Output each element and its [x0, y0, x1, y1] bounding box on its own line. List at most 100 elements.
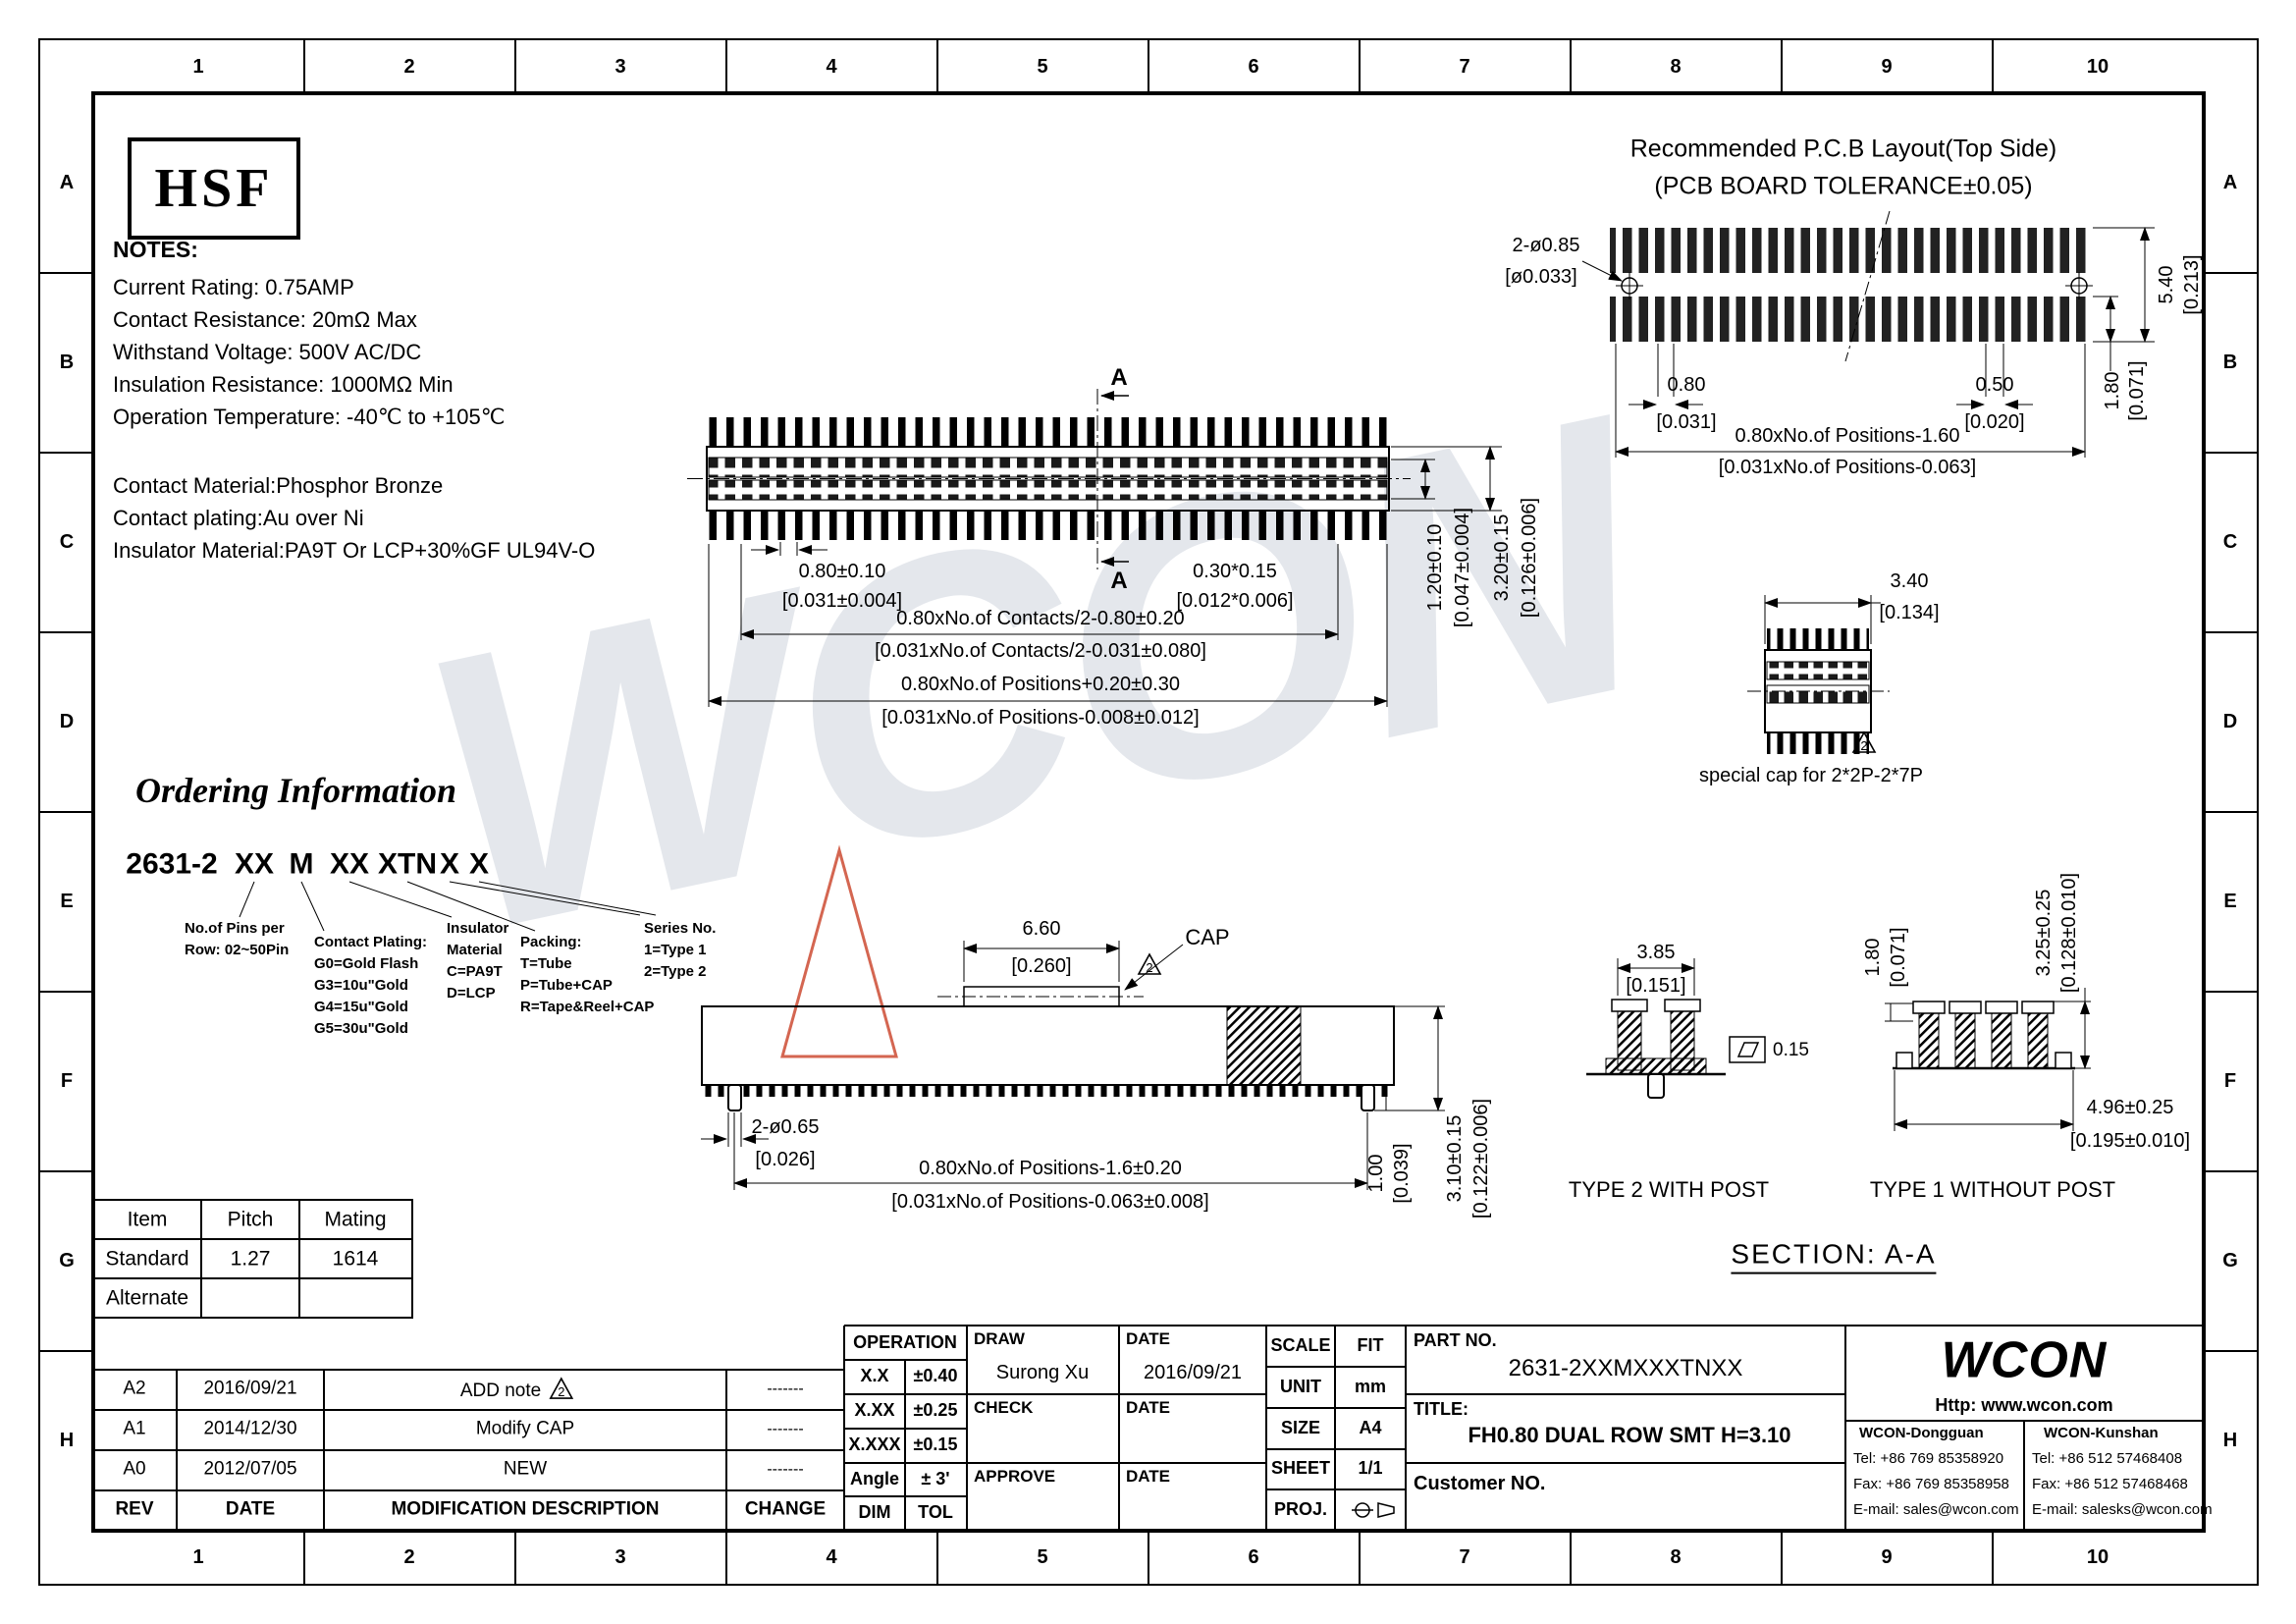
ordering-legend: Packing:: [520, 934, 582, 950]
dim-post-hole: 2-ø0.65: [751, 1116, 820, 1138]
title-block-lines: [92, 1199, 2204, 1532]
customer-no-label: Customer NO.: [1414, 1473, 1546, 1494]
svg-text:2: 2: [559, 1384, 565, 1399]
rev-header: CHANGE: [744, 1498, 827, 1520]
zone-col-label: 10: [2086, 56, 2109, 78]
rev-cell: A0: [123, 1458, 146, 1480]
dim-540-inch: [0.213]: [2181, 254, 2203, 315]
zone-col-label: 7: [1459, 1546, 1470, 1568]
type1-view: [1885, 988, 2091, 1131]
rev-cell: A2: [123, 1378, 146, 1399]
dim-chain1: 0.80xNo.of Contacts/2-0.80±0.20: [896, 608, 1185, 629]
spec-header-item: Item: [127, 1208, 168, 1231]
draw-date: 2016/09/21: [1143, 1362, 1243, 1383]
dim-pcb-span-inch: [0.031xNo.of Positions-0.063]: [1718, 457, 1977, 478]
note-line: Withstand Voltage: 500V AC/DC: [113, 340, 422, 364]
tol-label: X.XXX: [848, 1435, 901, 1455]
wcon-logo: WCON: [1941, 1331, 2108, 1389]
ordering-legend: No.of Pins per: [185, 920, 285, 937]
dim-496: 4.96±0.25: [2086, 1097, 2174, 1118]
zone-col-label: 2: [403, 56, 415, 78]
rev-cell: A1: [123, 1418, 146, 1439]
rev-description: NEW: [503, 1458, 548, 1480]
ordering-code-part: M: [289, 847, 314, 881]
kunshan-tel: Tel: +86 512 57468408: [2032, 1450, 2183, 1467]
ordering-code-part: X: [468, 847, 490, 881]
note-line: Insulation Resistance: 1000MΩ Min: [113, 372, 454, 397]
sheet-value: 1/1: [1358, 1458, 1383, 1479]
ordering-title: Ordering Information: [135, 771, 457, 810]
tol-label: Angle: [849, 1469, 900, 1489]
dim-385: 3.85: [1636, 942, 1676, 963]
dim-t180-inch: [0.071]: [1888, 927, 1909, 988]
part-no-label: PART NO.: [1414, 1330, 1497, 1350]
dim-pad: 0.30*0.15: [1193, 561, 1277, 582]
zone-col-label: 4: [826, 1546, 837, 1568]
ordering-legend: D=LCP: [447, 985, 496, 1001]
material-line: Contact plating:Au over Ni: [113, 506, 364, 530]
dongguan-tel: Tel: +86 769 85358920: [1853, 1450, 2004, 1467]
zone-row-label: F: [60, 1070, 74, 1092]
date-label: DATE: [1126, 1467, 1171, 1486]
dongguan-email: E-mail: sales@wcon.com: [1853, 1501, 2019, 1518]
type2-view: [1586, 958, 1766, 1099]
section-marker-a: A: [1110, 567, 1128, 594]
ordering-legend: Material: [447, 942, 503, 958]
dongguan-fax: Fax: +86 769 85358958: [1853, 1476, 2009, 1492]
ordering-legend: Insulator: [447, 920, 509, 937]
zone-col-label: 6: [1248, 1546, 1259, 1568]
zone-col-label: 6: [1248, 56, 1259, 78]
zone-row-label: H: [59, 1430, 75, 1451]
ordering-legend: G4=15u"Gold: [314, 999, 408, 1015]
zone-row-label: D: [2222, 711, 2238, 732]
material-line: Contact Material:Phosphor Bronze: [113, 473, 444, 498]
zone-row-label: F: [2223, 1070, 2237, 1092]
ordering-legend: G5=30u"Gold: [314, 1020, 408, 1037]
cap-callout: CAP: [1185, 924, 1230, 949]
ordering-legend: 2=Type 2: [644, 963, 707, 980]
zone-col-label: 8: [1670, 1546, 1682, 1568]
dim-pitch-inch: [0.031±0.004]: [781, 590, 903, 612]
dongguan-office: WCON-Dongguan: [1859, 1425, 1984, 1441]
zone-col-label: 4: [826, 56, 837, 78]
notes-title: NOTES:: [113, 237, 198, 262]
dim-120: 1.20±0.10: [1424, 523, 1446, 612]
zone-col-label: 7: [1459, 56, 1470, 78]
dim-hole-inch: [ø0.033]: [1505, 266, 1577, 288]
dim-325-inch: [0.128±0.010]: [2058, 872, 2080, 994]
dim-340: 3.40: [1890, 570, 1929, 592]
proj-label: PROJ.: [1273, 1499, 1328, 1520]
zone-row-label: C: [59, 531, 75, 553]
ordering-code-part: XX: [329, 847, 370, 881]
size-value: A4: [1359, 1418, 1382, 1438]
ordering-legend: R=Tape&Reel+CAP: [520, 999, 655, 1015]
revision-note-marker: 2: [1129, 952, 1162, 977]
sheet-label: SHEET: [1270, 1458, 1331, 1479]
dim-chain2: 0.80xNo.of Positions+0.20±0.30: [901, 674, 1180, 695]
ordering-legend: C=PA9T: [447, 963, 503, 980]
unit-value: mm: [1354, 1377, 1387, 1397]
rev-change: -------: [767, 1461, 804, 1479]
ordering-legend: G0=Gold Flash: [314, 955, 419, 972]
zone-row-label: C: [2222, 531, 2238, 553]
top-view: [687, 389, 1502, 707]
spec-cell: Standard: [105, 1247, 189, 1271]
draw-label: DRAW: [974, 1329, 1025, 1348]
dim-chain2-inch: [0.031xNo.of Positions-0.008±0.012]: [881, 707, 1200, 729]
dim-080: 0.80: [1667, 374, 1706, 396]
title-label: TITLE:: [1414, 1399, 1468, 1419]
dim-320: 3.20±0.15: [1491, 514, 1513, 602]
note-line: Operation Temperature: -40℃ to +105℃: [113, 405, 506, 429]
pcb-subtitle: (PCB BOARD TOLERANCE±0.05): [1654, 172, 2033, 200]
revision-triangle-icon: 2: [1851, 731, 1877, 753]
rev-cell: 2016/09/21: [203, 1378, 297, 1399]
dim-385-inch: [0.151]: [1626, 975, 1686, 997]
zone-col-label: 9: [1881, 56, 1893, 78]
zone-col-label: 8: [1670, 56, 1682, 78]
ordering-legend: G3=10u"Gold: [314, 977, 408, 994]
dim-chain1-inch: [0.031xNo.of Contacts/2-0.031±0.080]: [875, 640, 1206, 662]
dim-pad-inch: [0.012*0.006]: [1176, 590, 1294, 612]
dim-050: 0.50: [1975, 374, 2014, 396]
zone-row-label: D: [59, 711, 75, 732]
section-label: SECTION: A-A: [1731, 1238, 1937, 1274]
